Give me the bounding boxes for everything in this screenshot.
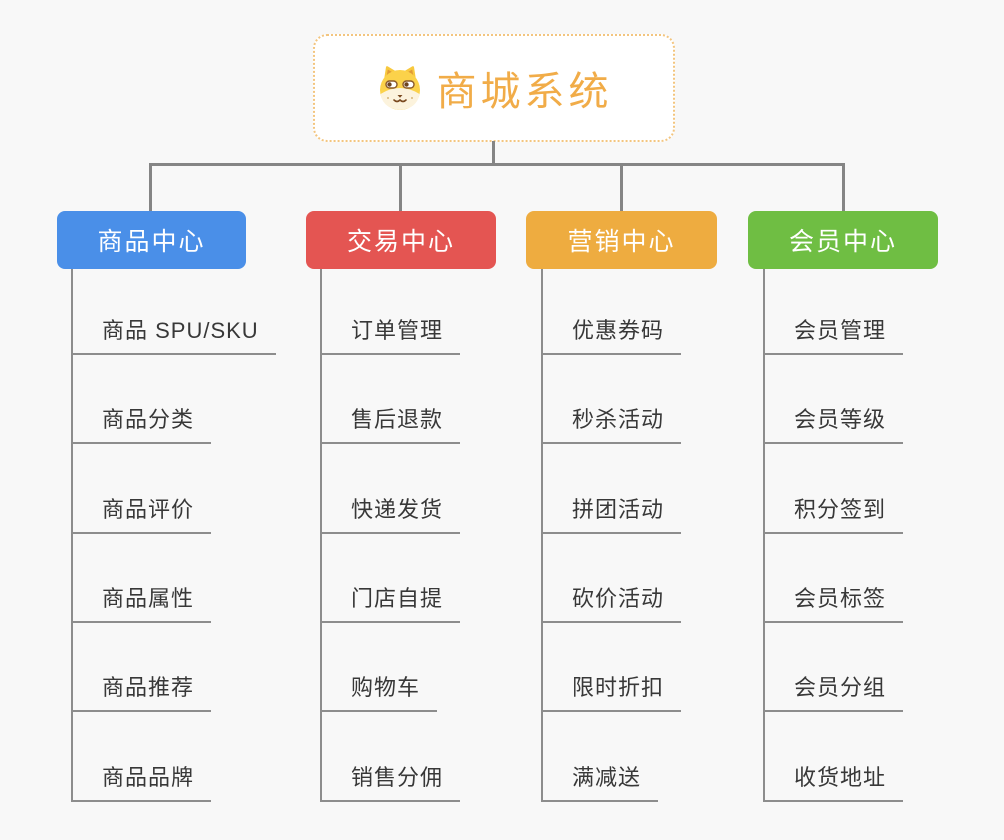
- leaf-node[interactable]: 秒杀活动: [541, 407, 682, 444]
- leaf-label: 满减送: [572, 765, 642, 790]
- leaf-node[interactable]: 商品分类: [71, 407, 212, 444]
- leaf-label: 门店自提: [351, 586, 444, 611]
- leaf-label: 销售分佣: [351, 765, 444, 790]
- connector-horizontal-rail: [149, 163, 845, 166]
- leaf-label: 订单管理: [351, 318, 444, 343]
- root-title: 商城系统: [436, 70, 613, 114]
- leaf-node[interactable]: 商品推荐: [71, 675, 212, 712]
- leaf-label: 限时折扣: [572, 675, 665, 700]
- leaf-node[interactable]: 会员管理: [763, 318, 904, 355]
- leaf-label: 商品推荐: [102, 675, 195, 700]
- leaf-node[interactable]: 商品属性: [71, 586, 212, 623]
- leaf-label: 会员标签: [794, 586, 887, 611]
- leaf-node[interactable]: 会员分组: [763, 675, 904, 712]
- leaf-label: 商品品牌: [102, 765, 195, 790]
- branch-node-trade-center[interactable]: 交易中心: [306, 211, 496, 269]
- leaf-label: 购物车: [351, 675, 421, 700]
- leaf-node[interactable]: 优惠券码: [541, 318, 682, 355]
- leaf-node[interactable]: 砍价活动: [541, 586, 682, 623]
- connector-drop-product: [149, 163, 152, 211]
- leaf-node[interactable]: 会员等级: [763, 407, 904, 444]
- branch-node-marketing-center[interactable]: 营销中心: [526, 211, 717, 269]
- leaf-node[interactable]: 门店自提: [320, 586, 461, 623]
- leaf-label: 优惠券码: [572, 318, 665, 343]
- leaf-label: 会员分组: [794, 675, 887, 700]
- branch-subtree-member: 会员管理会员等级积分签到会员标签会员分组收货地址: [763, 269, 998, 802]
- connector-drop-trade: [399, 163, 402, 211]
- connector-drop-marketing: [620, 163, 623, 211]
- leaf-label: 收货地址: [794, 765, 887, 790]
- leaf-label: 会员等级: [794, 407, 887, 432]
- leaf-label: 商品 SPU/SKU: [102, 318, 259, 343]
- branch-subtree-product: 商品 SPU/SKU 商品分类商品评价商品属性商品推荐商品品牌: [71, 269, 306, 802]
- leaf-node[interactable]: 商品评价: [71, 497, 212, 534]
- leaf-node[interactable]: 快递发货: [320, 497, 461, 534]
- leaf-node[interactable]: 售后退款: [320, 407, 461, 444]
- connector-drop-member: [842, 163, 845, 211]
- branch-node-product-center[interactable]: 商品中心: [57, 211, 246, 269]
- leaf-label: 拼团活动: [572, 497, 665, 522]
- branch-node-member-center[interactable]: 会员中心: [748, 211, 938, 269]
- connector-root-trunk: [492, 141, 495, 164]
- leaf-node[interactable]: 会员标签: [763, 586, 904, 623]
- leaf-node[interactable]: 销售分佣: [320, 765, 461, 802]
- leaf-label: 会员管理: [794, 318, 887, 343]
- leaf-label: 秒杀活动: [572, 407, 665, 432]
- dog-face-icon: [376, 64, 424, 112]
- leaf-node[interactable]: 限时折扣: [541, 675, 682, 712]
- branch-subtree-marketing: 优惠券码秒杀活动拼团活动砍价活动限时折扣满减送: [541, 269, 776, 802]
- leaf-node[interactable]: 积分签到: [763, 497, 904, 534]
- leaf-label: 商品分类: [102, 407, 195, 432]
- leaf-label: 快递发货: [351, 497, 444, 522]
- leaf-label: 砍价活动: [572, 586, 665, 611]
- leaf-node[interactable]: 购物车: [320, 675, 438, 712]
- leaf-node[interactable]: 满减送: [541, 765, 659, 802]
- leaf-label: 售后退款: [351, 407, 444, 432]
- leaf-label: 商品评价: [102, 497, 195, 522]
- leaf-node[interactable]: 拼团活动: [541, 497, 682, 534]
- leaf-label: 积分签到: [794, 497, 887, 522]
- leaf-node[interactable]: 收货地址: [763, 765, 904, 802]
- root-node[interactable]: 商城系统: [313, 34, 675, 142]
- leaf-node[interactable]: 商品 SPU/SKU: [71, 320, 276, 355]
- leaf-node[interactable]: 订单管理: [320, 318, 461, 355]
- branch-subtree-trade: 订单管理售后退款快递发货门店自提购物车销售分佣: [320, 269, 555, 802]
- leaf-node[interactable]: 商品品牌: [71, 765, 212, 802]
- leaf-label: 商品属性: [102, 586, 195, 611]
